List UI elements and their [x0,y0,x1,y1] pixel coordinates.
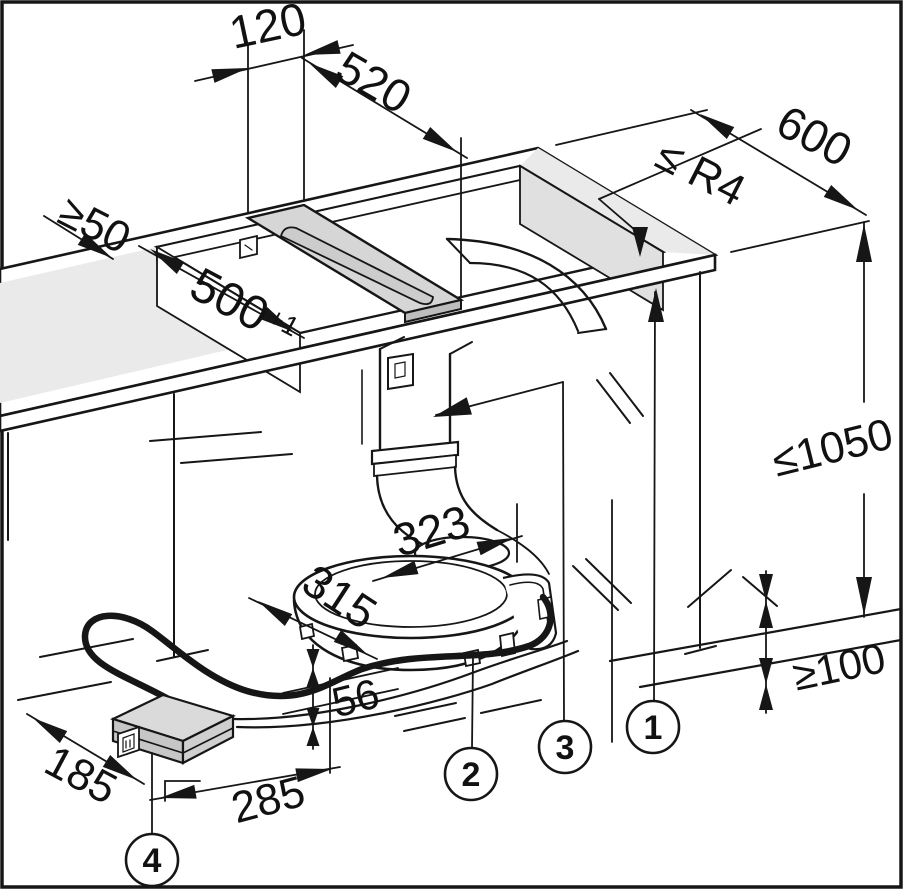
callout-3-number: 3 [556,729,575,767]
callout-3: 3 [433,381,593,775]
dim-56-label: 56 [327,669,384,726]
power-cable [81,593,554,705]
callout-1-number: 1 [644,709,663,747]
callout-4: 4 [124,752,180,888]
exhaust-flange [502,573,558,651]
dimension-56: 56 [282,644,399,750]
callout-1: 1 [625,288,681,755]
downdraft-extractor-unit [239,203,465,324]
callout-2: 2 [443,656,499,802]
connection-cable [232,639,569,721]
callout-4-number: 4 [143,842,162,880]
callout-2-number: 2 [462,756,481,794]
mounting-bracket [387,352,414,391]
blower-motor [292,554,558,672]
control-box [81,593,580,765]
